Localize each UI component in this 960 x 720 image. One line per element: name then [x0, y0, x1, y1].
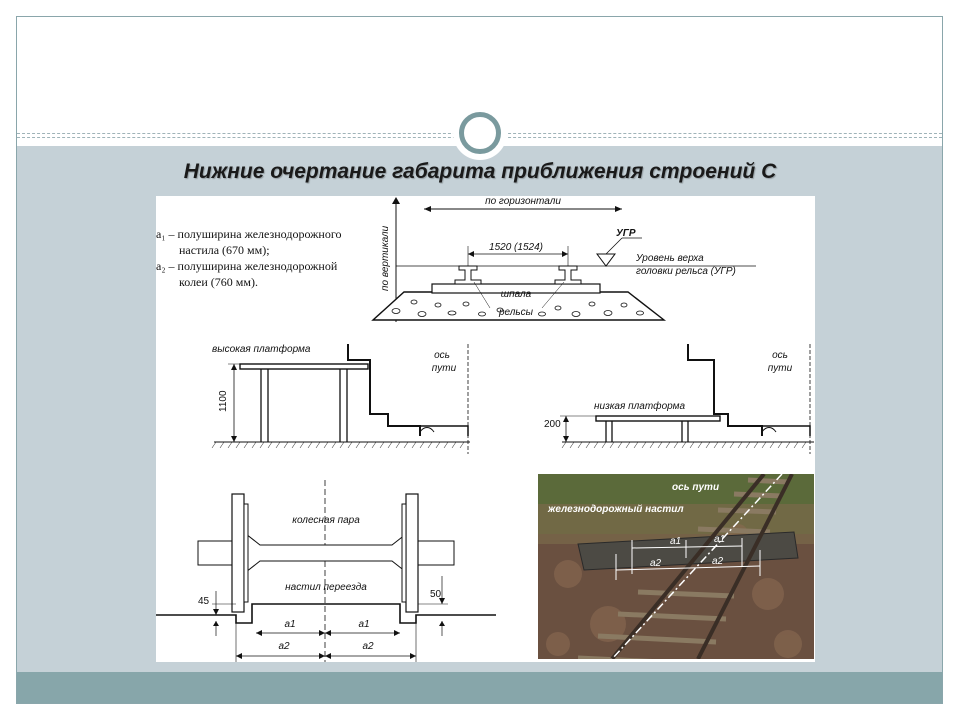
rail	[610, 474, 766, 659]
axle	[245, 532, 407, 574]
high-platform-label: высокая платформа	[212, 343, 311, 355]
crossing-deck	[577, 531, 799, 571]
high-platform-drawing: 1100 высокая платформа ось пути	[211, 343, 470, 454]
legend-text: – полуширина железнодорожного	[165, 227, 342, 241]
legend: a₁ – полуширина железнодорожного настила…	[156, 226, 376, 290]
axis-label: пути	[768, 363, 793, 374]
legend-text: колеи (760 мм).	[179, 275, 258, 289]
ground-hatch	[211, 441, 465, 449]
low-platform-label: низкая платформа	[594, 400, 685, 412]
a1-label: a1	[284, 619, 295, 630]
axis-label: ось	[434, 350, 450, 361]
slide-frame	[16, 16, 943, 704]
ballast-stones	[391, 299, 644, 317]
sleepers	[577, 477, 789, 659]
high-platform-deck	[239, 363, 369, 370]
rails-label: рельсы	[498, 307, 534, 318]
wheel-right	[405, 493, 419, 613]
legend-text: настила (670 мм);	[179, 243, 270, 257]
legend-a2: a₂ – полуширина железнодорожной	[156, 258, 376, 274]
wheel-left	[231, 493, 245, 613]
a2-label: a2	[278, 641, 290, 652]
a1-label: a1	[358, 619, 369, 630]
ground-hatch	[561, 441, 807, 449]
a2-label: a2	[712, 556, 724, 567]
ballast-prism	[371, 291, 667, 321]
low-platform-deck	[595, 415, 721, 422]
rail-right	[554, 265, 582, 285]
rail-level-label: головки рельса (УГР)	[636, 266, 736, 277]
low-platform-drawing: 200 низкая платформа ось пути	[544, 344, 814, 454]
left-dimension: 45	[198, 596, 210, 607]
legend-symbol: a₂	[156, 259, 166, 273]
slide-title: Нижние очертание габарита приближения ст…	[183, 160, 777, 183]
ugr-label: УГР	[616, 228, 636, 239]
track-axis-line	[611, 474, 783, 659]
legend-text: – полуширина железнодорожной	[165, 259, 338, 273]
photo-deck-label: железнодорожный настил	[547, 504, 684, 515]
gauge-label: 1520 (1524)	[489, 242, 543, 253]
horizontal-label: по горизонтали	[485, 196, 561, 207]
right-dimension: 50	[430, 589, 442, 600]
circle-ring-icon	[459, 112, 501, 154]
a2-dimension	[615, 565, 761, 571]
axis-label: пути	[432, 363, 457, 374]
photo-axis-label: ось пути	[672, 482, 719, 493]
axle-end-right	[413, 540, 455, 566]
a1-label: a1	[670, 536, 681, 547]
a2-label: a2	[650, 558, 662, 569]
footer-bar	[17, 672, 942, 704]
track-cross-section: по вертикали по горизонтали 1520 (1524) …	[371, 196, 756, 322]
wheelset-drawing: колесная пара настил переезда 45 50 a1	[156, 480, 496, 662]
a2-label: a2	[362, 641, 374, 652]
crossing-deck-profile	[156, 603, 496, 624]
high-platform-height: 1100	[218, 390, 229, 412]
technical-drawing: по вертикали по горизонтали 1520 (1524) …	[156, 196, 814, 662]
ugr-marker-icon	[596, 253, 616, 267]
sleeper-label: шпала	[501, 289, 532, 300]
rail-left	[454, 265, 482, 285]
wheelset-label: колесная пара	[292, 515, 360, 526]
low-clearance-outline	[687, 344, 763, 436]
high-clearance-outline	[347, 344, 421, 436]
axis-label: ось	[772, 350, 788, 361]
low-platform-height: 200	[544, 419, 561, 430]
a1-dimension	[631, 545, 743, 549]
a1-label: a1	[714, 534, 725, 545]
rail-level-label: Уровень верха	[635, 253, 704, 264]
vertical-label: по вертикали	[380, 225, 391, 291]
sleeper	[431, 283, 601, 294]
crossing-deck-label: настил переезда	[285, 582, 367, 593]
legend-a1: a₁ – полуширина железнодорожного	[156, 226, 376, 242]
gauge-figure: a₁ – полуширина железнодорожного настила…	[156, 196, 815, 662]
crossing-photo: ось пути железнодорожный настил a1 a1 a2…	[538, 474, 814, 659]
legend-symbol: a₁	[156, 227, 166, 241]
